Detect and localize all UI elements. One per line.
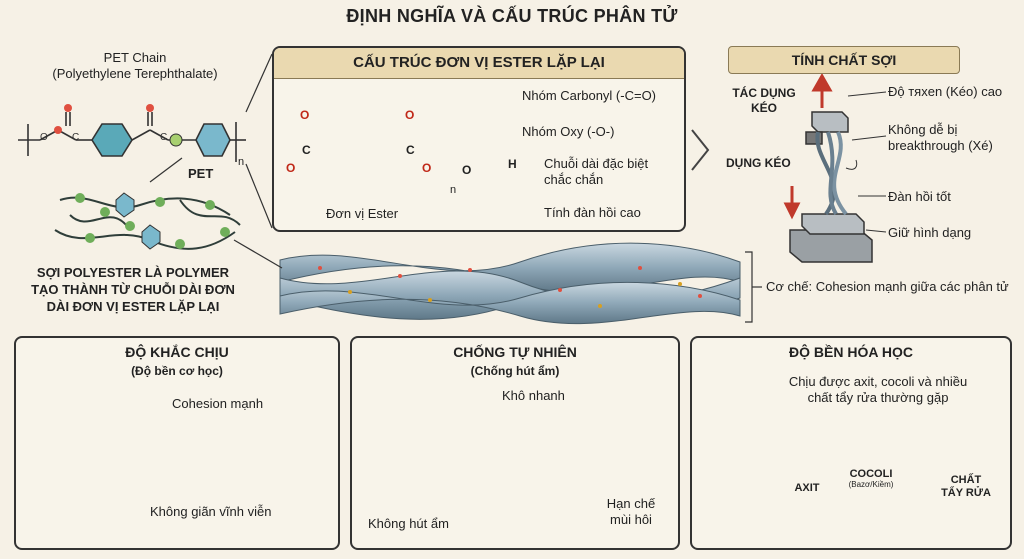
pet-subscript: n — [238, 156, 245, 168]
pet-chain-title: PET Chain (Polyethylene Terephthalate) — [30, 50, 240, 82]
elastic-good-label: Đàn hồi tốt — [888, 189, 951, 204]
tear-line2: breakthrough (Xé) — [888, 138, 993, 153]
ester-atom-h: H — [508, 157, 517, 171]
no-absorb-label: Không hút ẩm — [368, 516, 449, 531]
atom-c: C — [72, 132, 80, 143]
natural-subtitle: (Chống hút ẩm) — [470, 364, 560, 378]
pull-line1: TÁC DỤNG — [732, 86, 796, 100]
ester-subscript: n — [450, 184, 457, 196]
ester-atom-c1: C — [302, 143, 311, 157]
quick-dry-label: Khô nhanh — [502, 388, 565, 403]
ester-atom-o5: O — [462, 163, 472, 177]
cocoli-label: COCOLI (Bazơ/Kiềm) — [842, 468, 900, 489]
chemical-description: Chịu được axit, cocoli và nhiều chất tẩy… — [748, 374, 1008, 406]
definition-line1: SỢI POLYESTER LÀ POLYMER — [36, 265, 230, 280]
natural-resistance-panel — [350, 336, 680, 550]
odor-line1: Hạn chế — [606, 496, 656, 511]
chemical-resistance-panel — [690, 336, 1012, 550]
cocoli-name: COCOLI — [849, 468, 893, 480]
elasticity-label: Tính đàn hồi cao — [544, 205, 641, 220]
cohesion-label: Cohesion mạnh — [172, 396, 264, 411]
polyester-definition: SỢI POLYESTER LÀ POLYMER TẠO THÀNH TỪ CH… — [6, 264, 260, 315]
detergent-line1: CHẤT — [950, 474, 982, 486]
detergent-line2: TẨY RỬA — [941, 487, 991, 499]
ester-unit-label: Đơn vị Ester — [326, 206, 399, 221]
pet-chain-molecule — [18, 112, 246, 162]
atom-o: O — [40, 132, 48, 143]
shape-retention-label: Giữ hình dạng — [888, 225, 972, 240]
durability-panel — [14, 336, 340, 550]
tear-label: Không dễ bị breakthrough (Xé) — [888, 122, 1018, 154]
tensile-label: Độ тяxen (Kéo) cao — [888, 84, 1003, 99]
atom-c-2: C — [160, 132, 168, 143]
detergent-label: CHẤT TẨY RỬA — [940, 474, 992, 500]
pull-line2: KÉO — [750, 101, 777, 115]
chemical-desc-line1: Chịu được axit, cocoli và nhiều — [788, 374, 968, 389]
odor-label: Hạn chế mùi hôi — [596, 496, 666, 528]
long-chain-label: Chuỗi dài đặc biệt chắc chắn — [544, 156, 674, 188]
ester-atom-o3: O — [405, 108, 415, 122]
long-chain-line1: Chuỗi dài đặc biệt — [544, 156, 649, 171]
page-title: ĐỊNH NGHĨA VÀ CẤU TRÚC PHÂN TỬ — [346, 6, 678, 26]
pull-label-2: DỤNG KÉO — [726, 156, 791, 170]
ester-atom-o4: O — [422, 161, 432, 175]
fiber-properties-header: TÍNH CHẤT SỢI — [728, 46, 960, 74]
ester-atom-o1: O — [286, 161, 296, 175]
natural-title: CHỐNG TỰ NHIÊN — [453, 344, 577, 360]
definition-line3: DÀI ĐƠN VỊ ESTER LẶP LẠI — [46, 299, 220, 314]
ester-atom-o2: O — [300, 108, 310, 122]
chemical-desc-line2: chất tẩy rửa thường gặp — [807, 390, 949, 405]
odor-line2: mùi hôi — [610, 512, 652, 527]
pet-chain-line2: (Polyethylene Terephthalate) — [52, 66, 218, 81]
durability-title: ĐỘ KHẮC CHỊU — [125, 344, 229, 360]
chemical-title: ĐỘ BỀN HÓA HỌC — [789, 344, 913, 360]
no-stretch-label: Không giãn vĩnh viễn — [150, 504, 272, 519]
carbonyl-label: Nhóm Carbonyl (-C=O) — [522, 88, 657, 103]
oxy-label: Nhóm Oxy (-O-) — [522, 124, 615, 139]
pet-label: PET — [188, 166, 214, 181]
mechanism-label: Cơ chế: Cohesion mạnh giữa các phân tử — [766, 279, 1009, 294]
definition-line2: TẠO THÀNH TỪ CHUỖI DÀI ĐƠN — [31, 282, 235, 297]
twisted-fiber-rope — [279, 242, 762, 325]
acid-label: AXIT — [794, 482, 820, 494]
tear-line1: Không dễ bị — [888, 122, 958, 137]
pet-chain-line1: PET Chain — [103, 50, 167, 65]
pull-label: TÁC DỤNG KÉO — [716, 86, 812, 116]
long-chain-line2: chắc chắn — [544, 172, 604, 187]
cocoli-sub: (Bazơ/Kiềm) — [848, 480, 894, 489]
fiber-tensile-tester — [789, 111, 873, 263]
ester-panel-header: CẤU TRÚC ĐƠN VỊ ESTER LẶP LẠI — [274, 48, 684, 79]
ester-structure-panel: CẤU TRÚC ĐƠN VỊ ESTER LẶP LẠI — [272, 46, 686, 232]
durability-subtitle: (Độ bền cơ học) — [131, 364, 223, 378]
ester-atom-c2: C — [406, 143, 415, 157]
